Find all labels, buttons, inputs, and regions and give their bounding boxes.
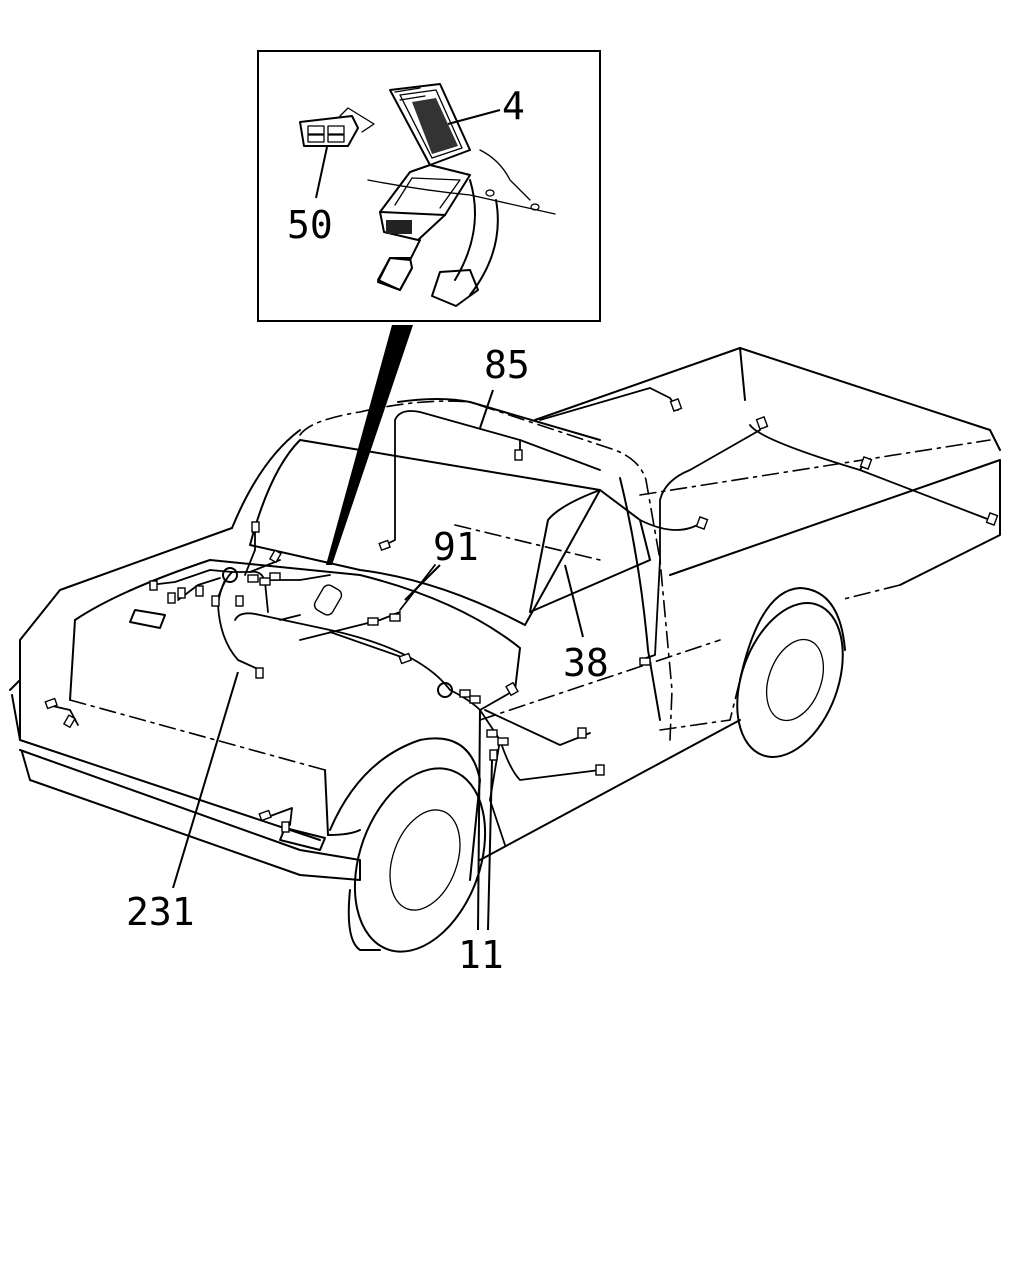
callout-labels: 4 50 85 91 38 231 11 [126, 84, 609, 977]
door-window [529, 489, 651, 613]
truck-body [9, 347, 1001, 953]
front-wheel [353, 767, 487, 953]
inset-pointer [326, 325, 413, 565]
wiring-harnesses [44, 387, 999, 846]
hood [74, 559, 521, 691]
relay-block-50 [299, 107, 375, 147]
callout-50: 50 [287, 203, 333, 247]
cab-roof [299, 400, 673, 741]
harness-85 [384, 410, 601, 546]
pedals [377, 179, 499, 307]
callout-85: 85 [484, 343, 530, 387]
harness-91 [234, 612, 451, 691]
rear-wheel [736, 602, 844, 758]
inset-frame [257, 50, 601, 322]
callout-leaders [172, 389, 584, 931]
truck-bed [534, 347, 1001, 451]
fuse-box-4 [379, 83, 471, 241]
harness-231 [217, 570, 269, 671]
callout-38: 38 [563, 641, 609, 685]
callout-4: 4 [502, 84, 525, 128]
callout-11: 11 [458, 933, 504, 977]
callout-231: 231 [126, 890, 195, 934]
windshield [249, 439, 601, 626]
callout-91: 91 [433, 525, 479, 569]
inset-detail [257, 50, 601, 565]
